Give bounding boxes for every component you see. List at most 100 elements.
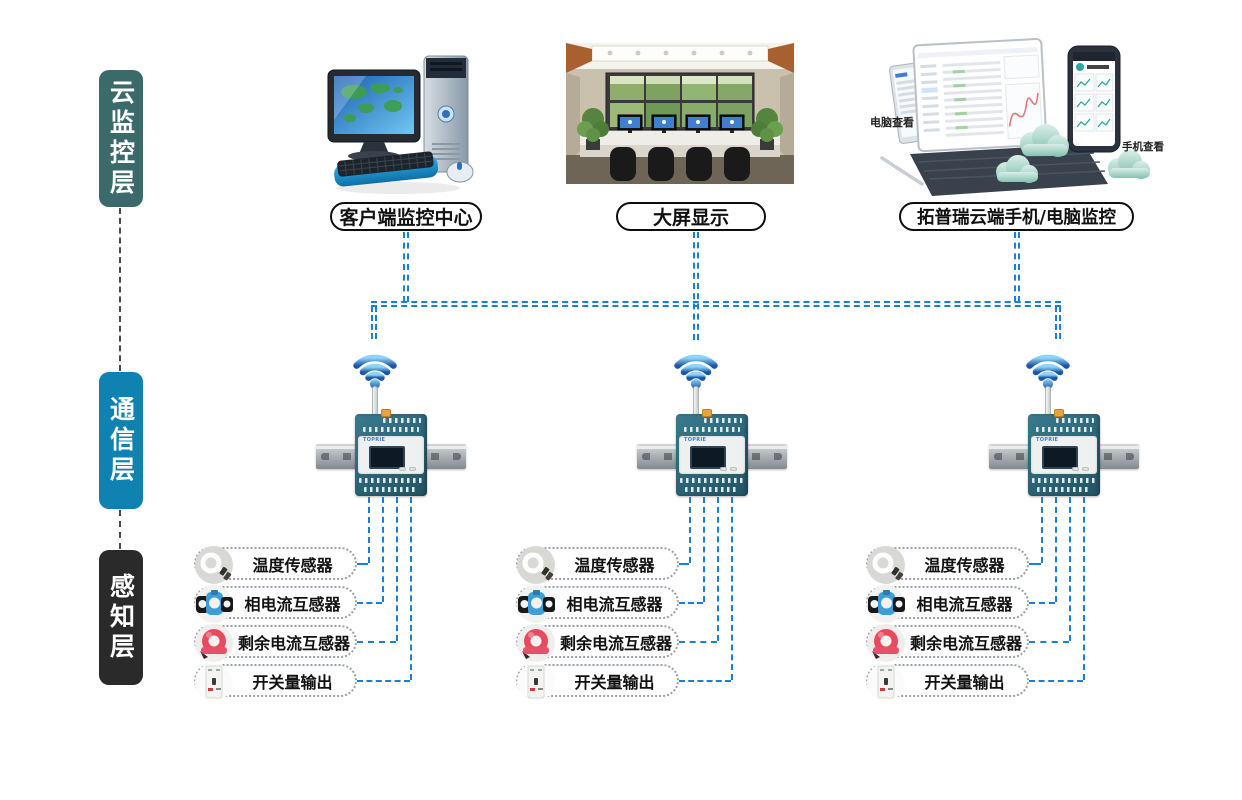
control-room-image (566, 43, 794, 184)
residual-current-ct-icon (866, 623, 906, 663)
circuit-breaker-icon (194, 662, 234, 702)
device-front-panel: TOPRIE (1031, 436, 1097, 474)
layer-link-top (119, 208, 121, 371)
sensor-link (368, 497, 370, 563)
terminal-dots (363, 427, 419, 432)
phone (1067, 45, 1121, 153)
terminal-dots (704, 418, 742, 423)
current-clamp-ct-icon (194, 584, 234, 624)
sensor-link (1029, 563, 1041, 565)
layer-label-cloud-monitoring: 云监控层 (106, 78, 136, 199)
node-pill-big-screen-display: 大屏显示 (616, 202, 766, 231)
terminal-dots (1032, 478, 1096, 483)
sensor-pill-temperature: 温度传感器 (866, 546, 1029, 584)
sensor-link (1069, 497, 1071, 641)
terminal-dots (684, 427, 740, 432)
sensor-link (689, 497, 691, 563)
sensor-link (1083, 497, 1085, 680)
sensor-link (679, 563, 689, 565)
sensor-pill-phase-ct: 相电流互感器 (866, 585, 1029, 623)
node-pill-toprie-cloud-monitoring: 拓普瑞云端手机/电脑监控 (899, 202, 1134, 231)
gateway-device-3: TOPRIE (989, 386, 1139, 496)
sensor-link (679, 680, 731, 682)
gateway-device-1: TOPRIE (316, 386, 466, 496)
device-button (1072, 467, 1079, 471)
terminal-dots (364, 487, 418, 492)
node-pill-label: 大屏显示 (652, 207, 729, 229)
device-screen (369, 446, 405, 469)
cloud-monitoring-image: 电脑查看 手机查看 (870, 38, 1164, 196)
sensor-link (717, 497, 719, 641)
desktop-computer-image (327, 55, 474, 194)
device-button (399, 467, 406, 471)
node-pill-label: 客户端监控中心 (339, 207, 473, 229)
sensor-label: 温度传感器 (252, 555, 333, 575)
sensor-label: 温度传感器 (924, 555, 1005, 575)
terminal-dots (685, 487, 739, 492)
device-screen (690, 446, 726, 469)
sensor-link (357, 680, 410, 682)
sensor-label: 开关量输出 (252, 672, 333, 692)
layer-box-cloud-monitoring: 云监控层 (99, 70, 143, 207)
layer-link-bottom (119, 510, 121, 549)
layer-box-communication: 通信层 (99, 372, 143, 509)
wifi-icon (353, 354, 397, 389)
sensor-link (357, 563, 368, 565)
device-button (720, 467, 727, 471)
current-clamp-ct-icon (516, 584, 556, 624)
device-button (409, 467, 416, 471)
circuit-breaker-icon (866, 662, 906, 702)
sensor-pill-phase-ct: 相电流互感器 (516, 585, 679, 623)
sensor-link (731, 497, 733, 680)
antenna-connector (381, 409, 391, 417)
sensor-link (679, 641, 717, 643)
terminal-dots (359, 478, 423, 483)
layer-box-perception: 感知层 (99, 550, 143, 685)
sensor-label: 开关量输出 (924, 672, 1005, 692)
sensor-pill-switch-output: 开关量输出 (516, 663, 679, 701)
sensor-pill-switch-output: 开关量输出 (866, 663, 1029, 701)
sensor-label: 开关量输出 (574, 672, 655, 692)
device-front-panel: TOPRIE (358, 436, 424, 474)
residual-current-ct-icon (194, 623, 234, 663)
terminal-dots (383, 418, 421, 423)
sensor-link (382, 497, 384, 602)
device-brand: TOPRIE (1036, 437, 1059, 443)
terminal-dots (1037, 487, 1091, 492)
device-brand: TOPRIE (684, 437, 707, 443)
sensor-label: 剩余电流互感器 (560, 633, 673, 653)
sensor-link (396, 497, 398, 641)
temperature-probe-icon (866, 545, 906, 585)
sensor-link (357, 641, 396, 643)
cloud-icons (996, 124, 1150, 183)
sensor-pill-residual-ct: 剩余电流互感器 (866, 624, 1029, 662)
sensor-pill-residual-ct: 剩余电流互感器 (516, 624, 679, 662)
sensor-pill-temperature: 温度传感器 (516, 546, 679, 584)
sensor-pill-temperature: 温度传感器 (194, 546, 357, 584)
sensor-link (1029, 680, 1083, 682)
wifi-icon (1026, 354, 1070, 389)
sensor-link (410, 497, 412, 680)
device-brand: TOPRIE (363, 437, 386, 443)
gateway-device-2: TOPRIE (637, 386, 787, 496)
link-toprie-to-bus (1014, 232, 1020, 302)
device-body: TOPRIE (1028, 414, 1100, 496)
device-screen (1042, 446, 1078, 469)
circuit-breaker-icon (516, 662, 556, 702)
sensor-pill-phase-ct: 相电流互感器 (194, 585, 357, 623)
bus-drop-left (371, 306, 377, 339)
bus-line (371, 301, 1061, 307)
sensor-label: 剩余电流互感器 (238, 633, 351, 653)
sensor-link (1041, 497, 1043, 563)
sensor-label: 剩余电流互感器 (910, 633, 1023, 653)
wifi-icon (674, 354, 718, 389)
layer-label-perception: 感知层 (106, 572, 136, 663)
node-pill-client-monitoring-center: 客户端监控中心 (330, 202, 482, 231)
temperature-probe-icon (516, 545, 556, 585)
sensor-link (357, 602, 382, 604)
stylus (880, 156, 924, 186)
device-button (1082, 467, 1089, 471)
current-clamp-ct-icon (866, 584, 906, 624)
sensor-label: 相电流互感器 (566, 594, 663, 614)
